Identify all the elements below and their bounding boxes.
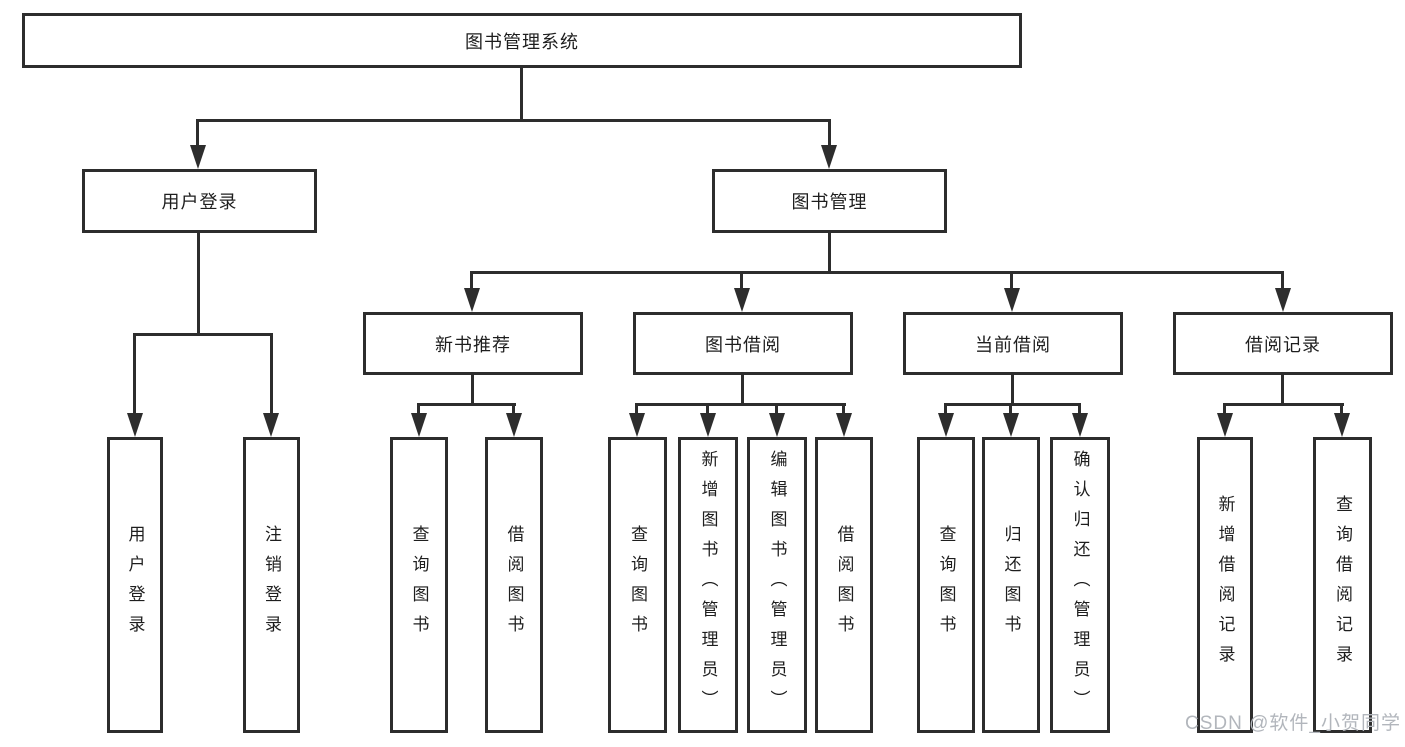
arrowhead-down-icon bbox=[734, 288, 750, 312]
leaf-current-confirm-return-admin: 确认归还（管理员） bbox=[1050, 437, 1110, 733]
leaf-records-query-record: 查询借阅记录 bbox=[1313, 437, 1372, 733]
leaf-current-query-book: 查询图书 bbox=[917, 437, 975, 733]
connector-line bbox=[520, 68, 523, 121]
connector-line bbox=[197, 119, 831, 122]
node-root-system: 图书管理系统 bbox=[22, 13, 1022, 68]
arrowhead-down-icon bbox=[1003, 413, 1019, 437]
leaf-borrow-add-book-admin: 新增图书（管理员） bbox=[678, 437, 738, 733]
leaf-login-logout: 注销登录 bbox=[243, 437, 300, 733]
arrowhead-down-icon bbox=[190, 145, 206, 169]
arrowhead-down-icon bbox=[1072, 413, 1088, 437]
connector-line bbox=[706, 403, 709, 415]
connector-line bbox=[741, 375, 744, 406]
connector-line bbox=[512, 403, 515, 415]
leaf-login-user-login: 用户登录 bbox=[107, 437, 163, 733]
arrowhead-down-icon bbox=[127, 413, 143, 437]
arrowhead-down-icon bbox=[464, 288, 480, 312]
arrowhead-down-icon bbox=[1275, 288, 1291, 312]
node-user-login: 用户登录 bbox=[82, 169, 317, 233]
connector-line bbox=[1010, 271, 1013, 290]
connector-line bbox=[1281, 375, 1284, 406]
node-borrowing-records: 借阅记录 bbox=[1173, 312, 1393, 375]
arrowhead-down-icon bbox=[411, 413, 427, 437]
connector-line bbox=[842, 403, 845, 415]
connector-line bbox=[417, 403, 420, 415]
connector-line bbox=[470, 271, 473, 290]
connector-line bbox=[944, 403, 947, 415]
arrowhead-down-icon bbox=[700, 413, 716, 437]
connector-line bbox=[471, 271, 1284, 274]
connector-line bbox=[1340, 403, 1343, 415]
leaf-borrow-borrow-book: 借阅图书 bbox=[815, 437, 873, 733]
connector-line bbox=[636, 403, 846, 406]
connector-line bbox=[471, 375, 474, 406]
connector-line bbox=[133, 333, 273, 336]
connector-line bbox=[1011, 375, 1014, 406]
connector-line bbox=[828, 233, 831, 274]
node-book-management: 图书管理 bbox=[712, 169, 947, 233]
leaf-records-add-record: 新增借阅记录 bbox=[1197, 437, 1253, 733]
connector-line bbox=[1281, 271, 1284, 290]
csdn-watermark: CSDN @软件_小贺同学 bbox=[1185, 713, 1401, 734]
arrowhead-down-icon bbox=[1334, 413, 1350, 437]
connector-line bbox=[1223, 403, 1226, 415]
connector-line bbox=[270, 333, 273, 415]
leaf-borrow-edit-book-admin: 编辑图书（管理员） bbox=[747, 437, 807, 733]
leaf-newbook-borrow-book: 借阅图书 bbox=[485, 437, 543, 733]
arrowhead-down-icon bbox=[821, 145, 837, 169]
connector-line bbox=[635, 403, 638, 415]
connector-line bbox=[196, 119, 199, 148]
connector-line bbox=[1078, 403, 1081, 415]
node-book-borrowing: 图书借阅 bbox=[633, 312, 853, 375]
arrowhead-down-icon bbox=[506, 413, 522, 437]
arrowhead-down-icon bbox=[769, 413, 785, 437]
connector-line bbox=[944, 403, 1081, 406]
arrowhead-down-icon bbox=[938, 413, 954, 437]
node-new-book-recommend: 新书推荐 bbox=[363, 312, 583, 375]
connector-line bbox=[417, 403, 516, 406]
leaf-borrow-query-book: 查询图书 bbox=[608, 437, 667, 733]
connector-line bbox=[775, 403, 778, 415]
leaf-current-return-book: 归还图书 bbox=[982, 437, 1040, 733]
arrowhead-down-icon bbox=[1004, 288, 1020, 312]
arrowhead-down-icon bbox=[1217, 413, 1233, 437]
leaf-newbook-query-book: 查询图书 bbox=[390, 437, 448, 733]
arrowhead-down-icon bbox=[836, 413, 852, 437]
connector-line bbox=[133, 333, 136, 415]
connector-line bbox=[828, 119, 831, 148]
connector-line bbox=[1009, 403, 1012, 415]
arrowhead-down-icon bbox=[629, 413, 645, 437]
node-current-borrowing: 当前借阅 bbox=[903, 312, 1123, 375]
arrowhead-down-icon bbox=[263, 413, 279, 437]
connector-line bbox=[197, 233, 200, 336]
connector-line bbox=[740, 271, 743, 290]
connector-line bbox=[1223, 403, 1344, 406]
